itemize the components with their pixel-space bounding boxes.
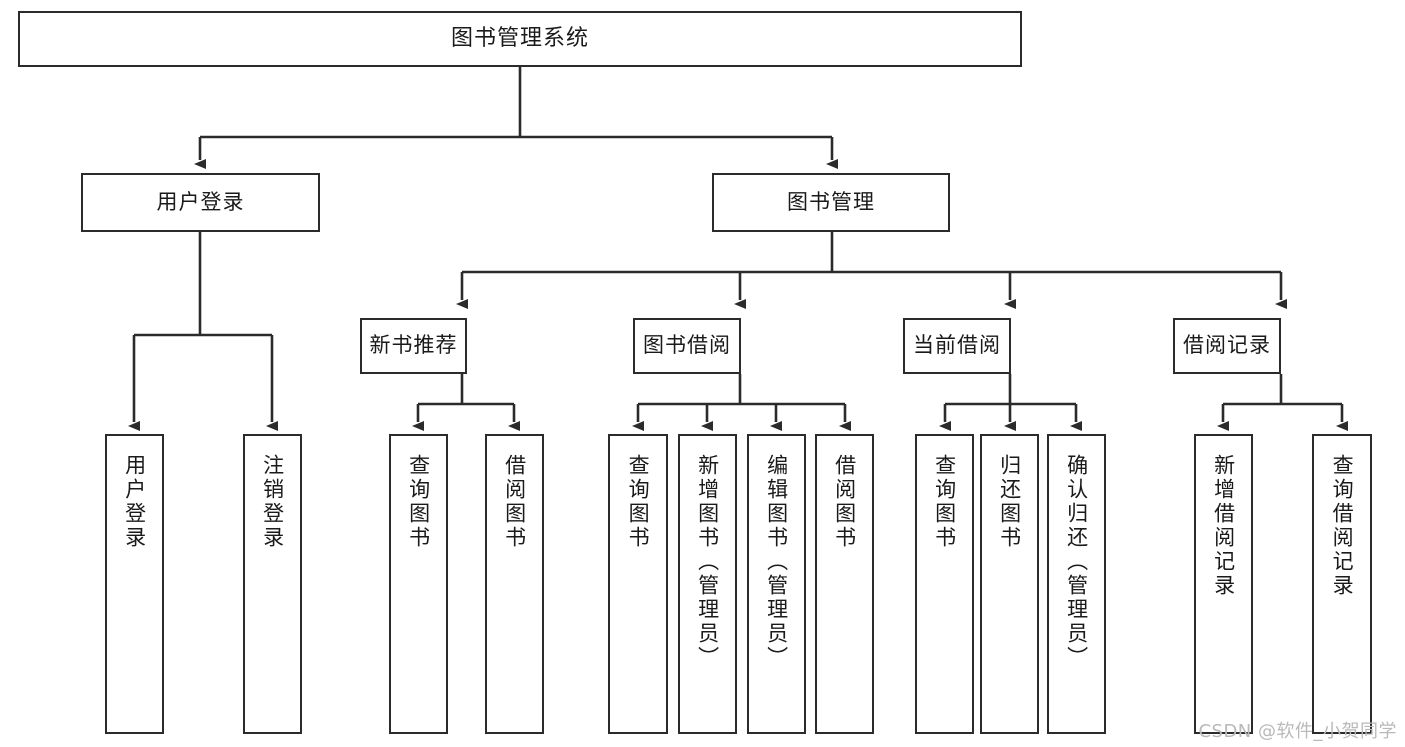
node-leaf-borrow-book-1[interactable]: 借阅图书: [485, 434, 544, 734]
node-user-login-label: 用户登录: [156, 189, 245, 214]
node-root-label: 图书管理系统: [450, 25, 589, 51]
node-leaf-confirm-return[interactable]: 确认归还（管理员）: [1047, 434, 1106, 734]
node-leaf-confirm-return-label: 确认归还（管理员）: [1064, 454, 1089, 670]
node-leaf-user-login[interactable]: 用户登录: [105, 434, 164, 734]
node-current-borrow-label: 当前借阅: [913, 333, 1001, 358]
node-book-manage[interactable]: 图书管理: [712, 173, 950, 232]
node-leaf-query-record-label: 查询借阅记录: [1330, 454, 1355, 598]
node-book-borrow[interactable]: 图书借阅: [633, 318, 741, 374]
node-leaf-return-book[interactable]: 归还图书: [980, 434, 1039, 734]
node-leaf-return-book-label: 归还图书: [997, 454, 1022, 550]
node-leaf-query-book-1-label: 查询图书: [406, 454, 431, 550]
node-leaf-add-record[interactable]: 新增借阅记录: [1194, 434, 1253, 734]
watermark: CSDN @软件_小贺同学: [1198, 721, 1397, 742]
node-leaf-add-record-label: 新增借阅记录: [1211, 454, 1236, 598]
node-root[interactable]: 图书管理系统: [18, 11, 1022, 67]
node-leaf-query-book-2[interactable]: 查询图书: [608, 434, 668, 734]
node-book-manage-label: 图书管理: [787, 189, 875, 214]
node-borrow-record-label: 借阅记录: [1183, 333, 1271, 358]
node-leaf-query-book-3-label: 查询图书: [932, 454, 957, 550]
node-leaf-edit-book[interactable]: 编辑图书（管理员）: [747, 434, 806, 734]
node-leaf-query-record[interactable]: 查询借阅记录: [1312, 434, 1372, 734]
node-leaf-add-book-label: 新增图书（管理员）: [695, 454, 720, 670]
node-current-borrow[interactable]: 当前借阅: [903, 318, 1011, 374]
node-new-book-recommend[interactable]: 新书推荐: [360, 318, 467, 374]
node-leaf-query-book-2-label: 查询图书: [626, 454, 651, 550]
node-book-borrow-label: 图书借阅: [643, 333, 731, 358]
node-leaf-borrow-book-1-label: 借阅图书: [502, 454, 527, 550]
node-borrow-record[interactable]: 借阅记录: [1173, 318, 1281, 374]
node-leaf-user-logout-label: 注销登录: [260, 454, 285, 550]
node-user-login[interactable]: 用户登录: [81, 173, 320, 232]
node-leaf-user-logout[interactable]: 注销登录: [243, 434, 302, 734]
node-leaf-query-book-1[interactable]: 查询图书: [389, 434, 448, 734]
node-leaf-borrow-book-2[interactable]: 借阅图书: [815, 434, 874, 734]
node-leaf-edit-book-label: 编辑图书（管理员）: [764, 454, 789, 670]
node-leaf-user-login-label: 用户登录: [122, 454, 147, 550]
node-new-book-recommend-label: 新书推荐: [369, 333, 458, 358]
node-leaf-query-book-3[interactable]: 查询图书: [915, 434, 974, 734]
node-leaf-add-book[interactable]: 新增图书（管理员）: [678, 434, 737, 734]
node-leaf-borrow-book-2-label: 借阅图书: [832, 454, 857, 550]
